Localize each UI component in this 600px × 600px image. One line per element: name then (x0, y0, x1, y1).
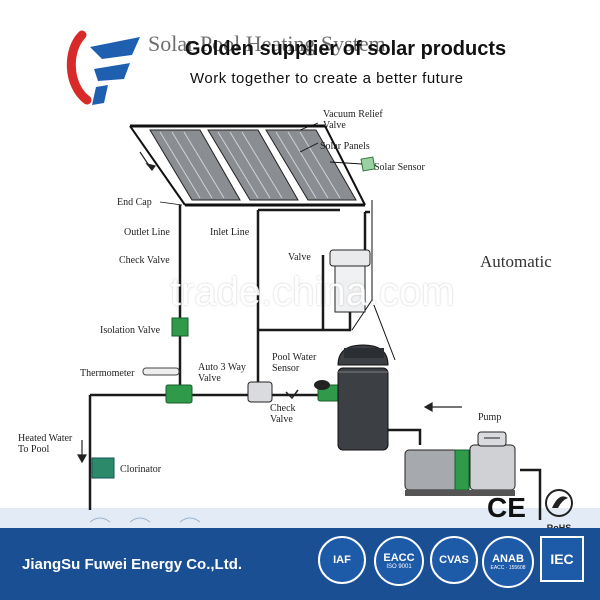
company-logo (62, 25, 146, 109)
cert-anab-text: ANAB (492, 553, 524, 565)
label-auto-3way-line1: Auto 3 Way (198, 362, 246, 373)
cert-iec: IEC (540, 536, 584, 582)
label-isolation-valve: Isolation Valve (100, 325, 161, 336)
thermometer (142, 367, 180, 376)
ce-mark: CE (487, 492, 526, 524)
cert-eacc: EACC ISO 9001 (374, 536, 424, 586)
label-auto-3way: Auto 3 Way Valve (198, 362, 246, 384)
label-auto-3way-line2: Valve (198, 373, 221, 384)
clorinator (91, 457, 115, 479)
filter-tank (337, 344, 389, 451)
rohs-leaf-icon (545, 489, 573, 517)
label-pool-water-sensor: Pool Water Sensor (272, 352, 316, 374)
cert-cvas-text: CVAS (439, 554, 469, 566)
label-check-valve-bottom-line1: Check (270, 403, 296, 414)
cert-eacc-sub: ISO 9001 (386, 564, 412, 570)
company-name: JiangSu Fuwei Energy Co.,Ltd. (22, 556, 243, 573)
cert-anab-sub: EACC · 155608 (490, 565, 526, 571)
overlay-title: Solar Pool Heating System (148, 31, 386, 56)
label-pool-water-sensor-line2: Sensor (272, 363, 300, 374)
label-inlet-line: Inlet Line (210, 227, 250, 238)
pool-water-sensor (314, 380, 330, 390)
label-check-valve-bottom-line2: Valve (270, 414, 293, 425)
page-title: Golden supplier of solar products (185, 38, 507, 60)
label-vacuum-relief-line2: Valve (323, 120, 346, 131)
pump (404, 431, 516, 496)
label-heated-water: Heated Water To Pool (18, 433, 72, 455)
label-vacuum-relief: Vacuum Relief Valve (323, 109, 383, 131)
label-heated-water-line1: Heated Water (18, 433, 73, 444)
solar-panels (129, 124, 366, 207)
ce-mark-text: CE (487, 492, 526, 523)
valve-controller (329, 249, 371, 313)
label-thermometer: Thermometer (80, 368, 135, 379)
label-clorinator: Clorinator (120, 464, 162, 475)
solar-sensor (360, 156, 376, 172)
watermark: trade.china.com (170, 270, 455, 314)
label-automatic: Automatic (480, 252, 552, 271)
label-heated-water-line2: To Pool (18, 444, 50, 455)
label-outlet-line: Outlet Line (124, 227, 170, 238)
label-valve: Valve (288, 252, 311, 263)
label-vacuum-relief-line1: Vacuum Relief (323, 109, 383, 120)
label-pool-water-sensor-line1: Pool Water (272, 352, 317, 363)
auto-three-way-valve (247, 381, 273, 403)
label-pump: Pump (478, 412, 502, 423)
rohs-mark: RoHS (540, 488, 578, 533)
cert-eacc-text: EACC (383, 552, 415, 564)
cert-anab: ANAB EACC · 155608 (482, 536, 534, 588)
cert-iaf: IAF (318, 536, 366, 584)
label-solar-sensor: Solar Sensor (374, 162, 425, 173)
cert-cvas: CVAS (430, 536, 478, 584)
cert-iaf-text: IAF (333, 554, 351, 566)
label-end-cap: End Cap (117, 197, 152, 208)
pool-water (0, 508, 600, 530)
label-solar-panels: Solar Panels (320, 141, 370, 152)
label-check-valve-top: Check Valve (119, 255, 170, 266)
label-check-valve-bottom: Check Valve (270, 403, 296, 425)
page-subtitle: Work together to create a better future (190, 70, 464, 87)
cert-iec-text: IEC (550, 551, 574, 567)
